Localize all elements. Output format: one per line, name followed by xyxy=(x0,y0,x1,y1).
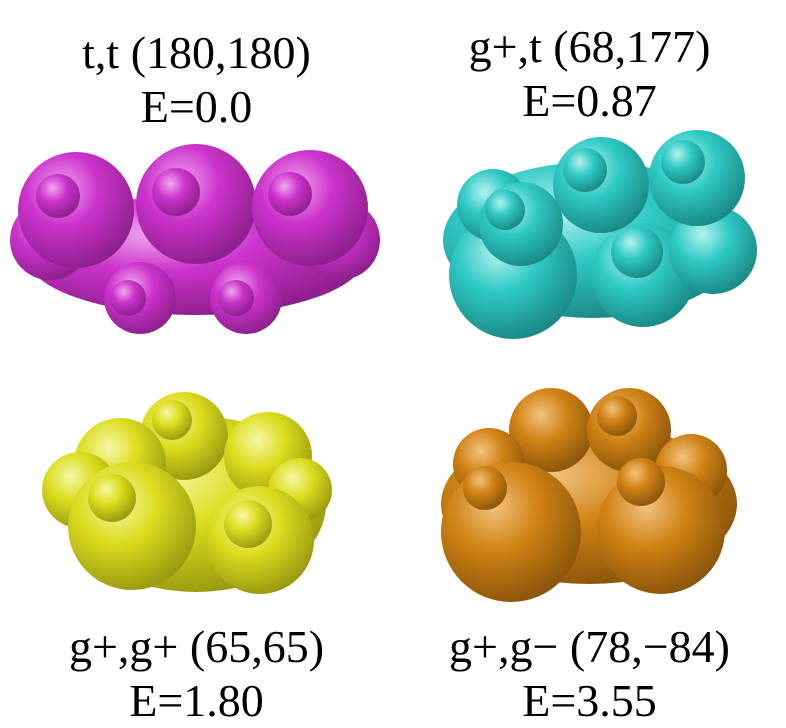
conformer-gt-label: g+,t (68,177) xyxy=(468,21,711,72)
conformer-gpgm-panel: g+,g− (78,−84) E=3.55 xyxy=(393,364,786,728)
conformer-gt-panel: g+,t (68,177) E=0.87 xyxy=(393,0,786,364)
conformer-gt-molecule xyxy=(443,130,757,339)
conformer-gt-energy: E=0.87 xyxy=(522,75,657,126)
molecule-spheres xyxy=(441,388,737,602)
conformer-gpgp-energy: E=1.80 xyxy=(129,675,264,726)
molecule-spheres xyxy=(42,392,332,594)
conformer-gpgp-molecule xyxy=(42,392,332,594)
conformer-gpgp-label: g+,g+ (65,65) xyxy=(68,621,325,672)
molecule-spheres xyxy=(10,144,380,334)
conformer-tt-label: t,t (180,180) xyxy=(82,27,311,78)
conformer-tt-molecule xyxy=(10,144,380,334)
conformer-gpgm-energy: E=3.55 xyxy=(522,675,657,726)
molecule-spheres xyxy=(443,130,757,339)
conformer-gpgm-label: g+,g− (78,−84) xyxy=(449,621,730,672)
conformer-gpgm-molecule xyxy=(441,388,737,602)
conformer-tt-energy: E=0.0 xyxy=(140,81,253,132)
conformer-tt-panel: t,t (180,180) E=0.0 xyxy=(0,0,393,364)
conformer-gpgp-panel: g+,g+ (65,65) E=1.80 xyxy=(0,364,393,728)
